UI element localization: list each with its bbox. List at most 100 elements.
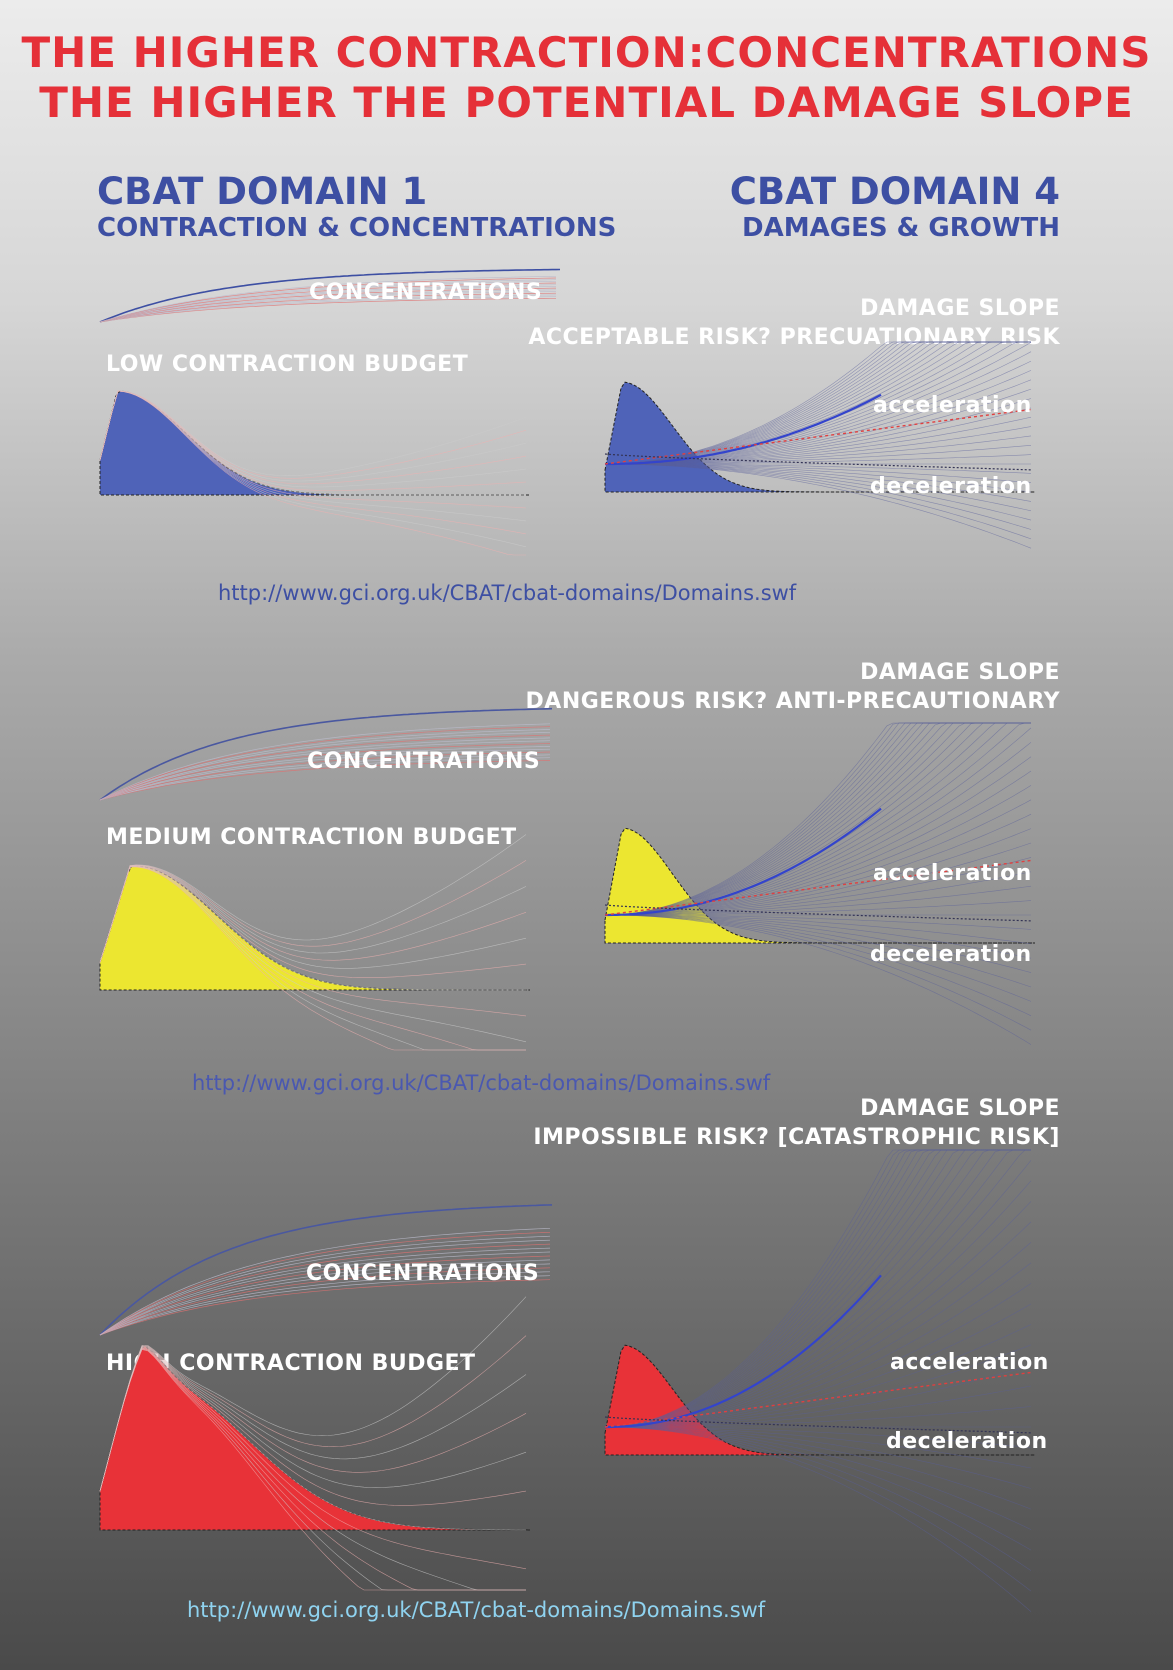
concentration-scenario-line (99, 297, 556, 323)
concentration-scenario-line (99, 294, 557, 323)
damage-scenario-line (605, 914, 1032, 1031)
damage-scenario-line (605, 1426, 1032, 1469)
concentration-scenario-line (99, 279, 557, 323)
concentration-scenario-line (99, 296, 557, 323)
deceleration-curve (604, 904, 1032, 922)
damage-scenario-line (604, 1160, 1032, 1428)
concentration-scenario-line (99, 731, 551, 801)
risk-label-acceptable: ACCEPTABLE RISK? PRECUATIONARY RISK (528, 325, 1060, 350)
damage-scenario-line (604, 1149, 1031, 1428)
concentration-scenario-line (99, 289, 557, 323)
damage-scenario-line (605, 1406, 1032, 1428)
acceleration-label: acceleration (873, 393, 1032, 418)
damage-budget-area (604, 827, 1035, 944)
concentration-scenario-line (99, 737, 551, 801)
budget-label-low: LOW CONTRACTION BUDGET (106, 352, 469, 377)
damage-scenario-line (605, 914, 1032, 959)
contraction-scenario-line (99, 1348, 526, 1591)
concentrations-graph-high (99, 1204, 553, 1336)
domain-4-subtitle: DAMAGES & GROWTH (742, 213, 1060, 243)
damage-scenario-line (605, 1426, 1032, 1510)
deceleration-label: deceleration (886, 1429, 1048, 1454)
damage-graph-medium (604, 722, 1035, 1045)
acceleration-label: acceleration (873, 861, 1032, 886)
concentration-scenario-line (99, 746, 551, 801)
contraction-scenario-line (99, 860, 527, 963)
concentration-scenario-line (99, 275, 557, 323)
concentration-scenario-line (99, 277, 557, 323)
domain-4-title: CBAT DOMAIN 4 (729, 170, 1060, 213)
contraction-scenario-line (99, 1347, 526, 1531)
contraction-budget-area (99, 865, 530, 991)
damage-scenario-line (605, 900, 1032, 916)
concentrations-label: CONCENTRATIONS (307, 749, 541, 774)
contraction-scenario-line (99, 1346, 527, 1506)
contraction-scenario-line (99, 1335, 527, 1492)
concentration-upper-curve (99, 268, 561, 323)
source-url-link[interactable]: http://www.gci.org.uk/CBAT/cbat-domains/… (187, 1598, 766, 1622)
contraction-scenario-line (99, 1349, 526, 1591)
concentration-scenario-line (99, 1243, 551, 1336)
concentration-scenario-line (99, 1263, 551, 1336)
risk-label-dangerous: DANGEROUS RISK? ANTI-PRECAUTIONARY (525, 689, 1060, 714)
concentrations-label: CONCENTRATIONS (306, 1261, 540, 1286)
contraction-scenario-line (99, 865, 526, 991)
concentration-scenario-line (99, 748, 551, 801)
concentration-scenario-line (99, 1251, 551, 1336)
source-url-link[interactable]: http://www.gci.org.uk/CBAT/cbat-domains/… (192, 1071, 771, 1095)
damage-scenario-line (605, 857, 1032, 916)
concentration-scenario-line (99, 1259, 551, 1336)
damage-scenario-line (605, 1426, 1032, 1612)
damage-scenario-line (605, 1426, 1032, 1530)
concentration-scenario-line (99, 754, 551, 801)
contraction-scenario-line (99, 865, 527, 969)
damage-scenario-line (604, 1149, 1031, 1428)
concentration-scenario-line (99, 726, 551, 801)
contraction-scenario-line (99, 865, 527, 1017)
damage-scenario-line (605, 1385, 1032, 1428)
damage-scenario-line (605, 914, 1032, 945)
damage-slope-label: DAMAGE SLOPE (860, 296, 1060, 321)
concentration-upper-curve (99, 1204, 553, 1336)
contraction-scenario-line (99, 390, 526, 556)
damage-scenario-line (605, 914, 1032, 973)
damage-slope-label: DAMAGE SLOPE (860, 1096, 1060, 1121)
contraction-scenario-line (99, 866, 527, 1043)
concentration-scenario-line (99, 760, 551, 801)
contraction-scenario-line (99, 1346, 527, 1492)
deceleration-label: deceleration (870, 942, 1032, 967)
concentration-scenario-line (99, 291, 557, 323)
damage-scenario-line (605, 842, 1032, 916)
contraction-scenario-line (99, 1346, 527, 1492)
damage-slope-label: DAMAGE SLOPE (860, 660, 1060, 685)
damage-scenario-line (604, 722, 1031, 916)
contraction-budget-area (99, 390, 530, 496)
concentration-scenario-line (99, 1235, 551, 1336)
damage-scenario-line (605, 742, 1032, 916)
damage-scenario-line (605, 1324, 1032, 1428)
concentration-scenario-line (99, 734, 551, 801)
contraction-scenario-line (99, 865, 527, 963)
risk-label-impossible: IMPOSSIBLE RISK? [CATASTROPHIC RISK] (533, 1125, 1060, 1150)
concentration-scenario-line (99, 287, 557, 323)
contraction-graph-high (99, 1296, 531, 1591)
contraction-scenario-line (99, 1347, 527, 1570)
source-url-link[interactable]: http://www.gci.org.uk/CBAT/cbat-domains/… (218, 581, 797, 605)
concentration-scenario-line (99, 282, 557, 323)
acceleration-curve (605, 393, 882, 466)
concentration-scenario-line (99, 729, 551, 801)
damage-scenario-line (605, 1344, 1032, 1428)
contraction-scenario-line (99, 865, 527, 979)
concentration-scenario-line (99, 1267, 551, 1336)
damage-scenario-line (605, 914, 1032, 1017)
damage-scenario-line (605, 1221, 1032, 1428)
concentration-scenario-line (99, 1231, 551, 1336)
damage-scenario-line (605, 799, 1032, 916)
damage-scenario-line (605, 914, 1032, 1045)
damage-scenario-line (605, 828, 1032, 916)
damage-scenario-line (605, 1283, 1032, 1428)
damage-scenario-line (605, 1262, 1032, 1428)
concentration-scenario-line (99, 286, 557, 323)
deceleration-curve (604, 453, 1032, 471)
concentrations-graph-medium (99, 707, 553, 801)
